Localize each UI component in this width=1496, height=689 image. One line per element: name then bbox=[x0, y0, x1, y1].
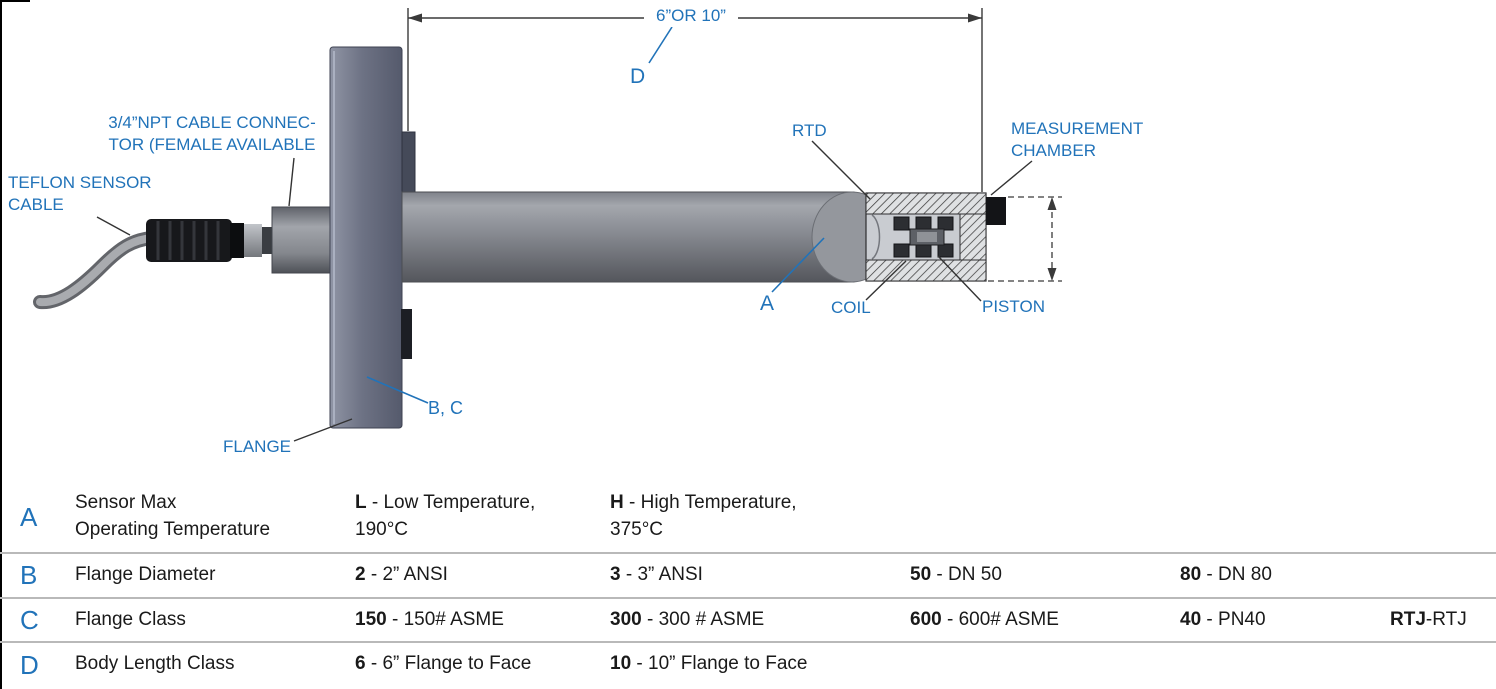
option-code: 2 bbox=[355, 564, 366, 586]
option-code: 10 bbox=[610, 653, 632, 675]
measurement-chamber-label: MEASUREMENT CHAMBER bbox=[1011, 119, 1144, 161]
option-desc: - 3” ANSI bbox=[620, 564, 703, 586]
table-row-d: D Body Length Class 6 - 6” Flange to Fac… bbox=[0, 641, 1496, 686]
option-code: 6 bbox=[355, 653, 366, 675]
option-desc: - Low Temperature, 190°C bbox=[355, 492, 536, 540]
row-key: C bbox=[20, 605, 39, 636]
row-option: 6 - 6” Flange to Face bbox=[355, 651, 610, 678]
option-code: 150 bbox=[355, 608, 387, 630]
page-edge-left-line bbox=[0, 0, 2, 689]
sensor-tip bbox=[986, 197, 1006, 225]
option-desc: - 300 # ASME bbox=[641, 608, 765, 630]
option-desc: - DN 50 bbox=[931, 564, 1002, 586]
row-name: Sensor Max Operating Temperature bbox=[75, 492, 271, 540]
option-desc: - DN 80 bbox=[1201, 564, 1272, 586]
option-code: 300 bbox=[610, 608, 642, 630]
row-option: RTJ-RTJ bbox=[1390, 607, 1496, 634]
row-name: Flange Class bbox=[75, 608, 186, 630]
callout-a-label: A bbox=[760, 292, 775, 315]
row-option: 150 - 150# ASME bbox=[355, 607, 610, 634]
row-option: 600 - 600# ASME bbox=[910, 607, 1180, 634]
option-code: 80 bbox=[1180, 564, 1202, 586]
option-desc: - 2” ANSI bbox=[365, 564, 448, 586]
dimension-label: 6”OR 10” bbox=[644, 5, 738, 28]
rtd-label: RTD bbox=[792, 121, 827, 140]
coil-leader bbox=[865, 260, 907, 301]
a-leader bbox=[771, 237, 825, 293]
spec-table: A Sensor Max Operating Temperature L - L… bbox=[0, 480, 1496, 686]
option-desc: - High Temperature, 375°C bbox=[610, 492, 797, 540]
row-option: 3 - 3” ANSI bbox=[610, 562, 910, 589]
piston-leader bbox=[937, 255, 982, 302]
page-edge-top-line bbox=[0, 0, 30, 2]
table-row-c: C Flange Class 150 - 150# ASME 300 - 300… bbox=[0, 596, 1496, 642]
row-name: Body Length Class bbox=[75, 653, 235, 675]
teflon-cable-label: TEFLON SENSOR CABLE bbox=[8, 173, 152, 215]
flange-leader bbox=[293, 418, 353, 442]
measurement-chamber bbox=[865, 192, 1006, 282]
connector-leader bbox=[288, 157, 295, 207]
diameter-dimension bbox=[988, 196, 1062, 282]
option-desc: - 150# ASME bbox=[386, 608, 504, 630]
rtd-leader bbox=[811, 140, 871, 200]
cable-connector-label: 3/4”NPT CABLE CONNEC- TOR (FEMALE AVAILA… bbox=[108, 113, 316, 155]
row-option: 10 - 10” Flange to Face bbox=[610, 651, 910, 678]
option-code: RTJ bbox=[1390, 608, 1426, 630]
row-option: 300 - 300 # ASME bbox=[610, 607, 910, 634]
row-option: 80 - DN 80 bbox=[1180, 562, 1390, 589]
option-code: H bbox=[610, 492, 624, 513]
row-key: D bbox=[20, 649, 39, 680]
hex-fitting bbox=[271, 206, 331, 274]
row-option: H - High Temperature, 375°C bbox=[610, 490, 910, 543]
flange bbox=[329, 46, 416, 429]
row-option: 2 - 2” ANSI bbox=[355, 562, 610, 589]
callout-d-label: D bbox=[630, 65, 646, 88]
row-key: A bbox=[20, 501, 38, 532]
teflon-cable bbox=[33, 231, 159, 310]
teflon-leader bbox=[96, 216, 131, 236]
option-code: 600 bbox=[910, 608, 942, 630]
row-name: Flange Diameter bbox=[75, 564, 216, 586]
option-desc: - 10” Flange to Face bbox=[631, 653, 808, 675]
option-code: L bbox=[355, 492, 367, 513]
bc-leader bbox=[366, 376, 429, 404]
option-desc: - PN40 bbox=[1201, 608, 1266, 630]
table-row-b: B Flange Diameter 2 - 2” ANSI 3 - 3” ANS… bbox=[0, 552, 1496, 597]
sensor-illustration bbox=[33, 8, 1062, 442]
option-desc: -RTJ bbox=[1425, 608, 1467, 630]
piston-label: PISTON bbox=[982, 297, 1045, 316]
sensor-body bbox=[401, 191, 893, 283]
coil-label: COIL bbox=[831, 298, 871, 317]
cable-connector bbox=[146, 206, 331, 274]
flange-label: FLANGE bbox=[223, 437, 292, 456]
option-code: 3 bbox=[610, 564, 621, 586]
row-key: B bbox=[20, 560, 38, 591]
chamber-leader bbox=[990, 160, 1033, 196]
d-leader bbox=[648, 26, 673, 64]
option-code: 40 bbox=[1180, 608, 1202, 630]
option-desc: - 6” Flange to Face bbox=[365, 653, 532, 675]
table-row-a: A Sensor Max Operating Temperature L - L… bbox=[0, 480, 1496, 552]
sensor-diagram: 6”OR 10” D 3/4”NPT CABLE CONNEC- TOR (FE… bbox=[8, 5, 1144, 456]
callout-bc-label: B, C bbox=[428, 398, 464, 418]
row-option: 40 - PN40 bbox=[1180, 607, 1390, 634]
option-desc: - 600# ASME bbox=[941, 608, 1059, 630]
option-code: 50 bbox=[910, 564, 932, 586]
row-option: L - Low Temperature, 190°C bbox=[355, 490, 610, 543]
coil-blocks bbox=[893, 216, 954, 258]
length-dimension bbox=[407, 8, 983, 192]
leader-lines bbox=[96, 26, 1033, 442]
row-option: 50 - DN 50 bbox=[910, 562, 1180, 589]
